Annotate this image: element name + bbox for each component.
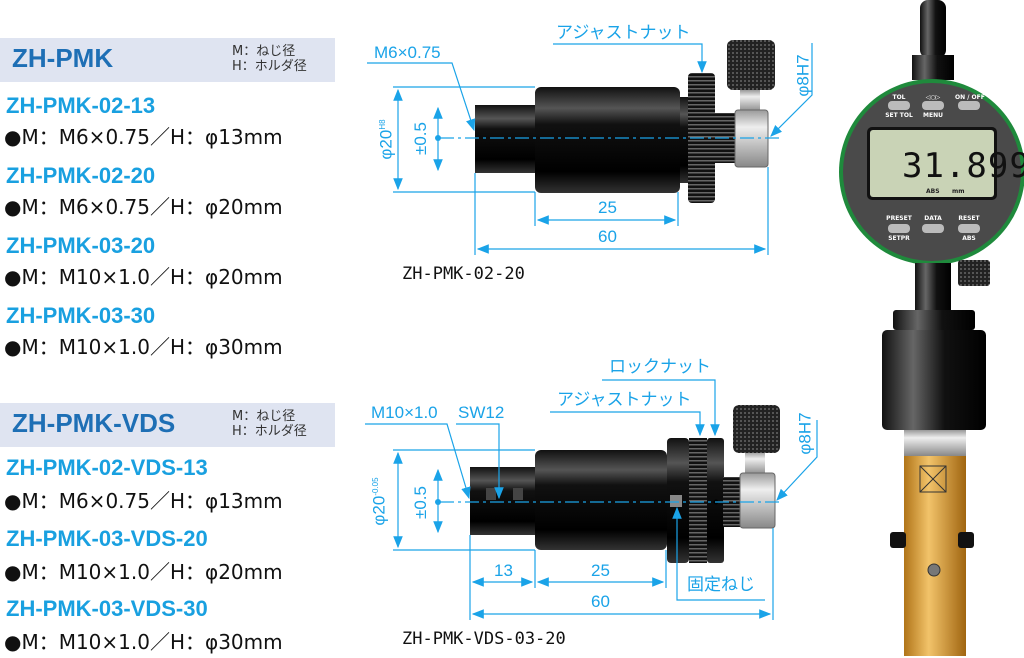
gauge-onoff: ON / OFF [955, 94, 985, 101]
gauge-arrows: ◁○▷ [925, 94, 941, 101]
drawing-zh-pmk-02-20 [367, 40, 813, 255]
dim-25: 25 [591, 561, 610, 580]
diameter-label: φ20H8 [376, 119, 396, 160]
dial-gauge-assembly [839, 0, 1024, 656]
model-spec: ●M：M10×1.0／H：φ30mm [4, 630, 283, 654]
diameter-value: φ20 [376, 129, 396, 160]
gauge-data: DATA [924, 215, 942, 222]
adjust-nut-label: アジャストナット [556, 23, 691, 42]
model-name: ZH-PMK-03-30 [6, 303, 156, 328]
model-spec: ●M：M10×1.0／H：φ20mm [4, 265, 283, 289]
section-title: ZH-PMK [12, 43, 114, 73]
dim-60: 60 [591, 592, 610, 611]
offset-label: ±0.5 [410, 122, 430, 155]
note-m: M：ねじ径 [232, 44, 296, 59]
gauge-reset: RESET [958, 215, 980, 222]
gauge-tol: TOL [892, 94, 906, 101]
model-spec: ●M：M10×1.0／H：φ30mm [4, 335, 283, 359]
gauge-setpr: SETPR [888, 235, 910, 242]
diameter-value: φ20 [369, 495, 389, 526]
model-name: ZH-PMK-02-13 [6, 93, 156, 118]
dim-13: 13 [494, 561, 513, 580]
gauge-reading: 31.899 [902, 146, 1024, 186]
gauge-preset: PRESET [886, 215, 912, 222]
thread-label: M6×0.75 [374, 43, 441, 62]
note-h: H：ホルダ径 [232, 59, 307, 74]
model-spec: ●M：M6×0.75／H：φ20mm [4, 195, 283, 219]
diameter-tolerance: -0.05 [370, 477, 380, 496]
model-name: ZH-PMK-03-20 [6, 233, 156, 258]
model-name: ZH-PMK-03-VDS-30 [6, 596, 208, 621]
model-spec: ●M：M10×1.0／H：φ20mm [4, 560, 283, 584]
lock-nut-label: ロックナット [609, 357, 711, 376]
drawing-caption: ZH-PMK-VDS-03-20 [402, 629, 566, 649]
section-title: ZH-PMK-VDS [12, 408, 176, 438]
bore-label: φ8H7 [793, 54, 813, 97]
thread-label: M10×1.0 [371, 403, 438, 422]
gauge-menu: MENU [923, 112, 943, 119]
bore-label: φ8H7 [795, 412, 815, 455]
diameter-tolerance: H8 [377, 119, 387, 130]
model-name: ZH-PMK-02-20 [6, 163, 156, 188]
note-m: M：ねじ径 [232, 409, 296, 424]
dim-60: 60 [598, 227, 617, 246]
drawing-zh-pmk-vds-03-20 [365, 379, 818, 620]
gauge-unit: mm [952, 188, 965, 195]
gauge-set-tol: SET TOL [885, 112, 913, 119]
gauge-abs: ABS [926, 188, 940, 195]
adjust-nut-label: アジャストナット [557, 390, 692, 409]
model-name: ZH-PMK-02-VDS-13 [6, 455, 208, 480]
note-h: H：ホルダ径 [232, 424, 307, 439]
model-spec: ●M：M6×0.75／H：φ13mm [4, 489, 283, 513]
offset-label: ±0.5 [410, 486, 430, 519]
model-spec: ●M：M6×0.75／H：φ13mm [4, 125, 283, 149]
wrench-size-label: SW12 [458, 403, 505, 422]
model-name: ZH-PMK-03-VDS-20 [6, 526, 208, 551]
dim-25: 25 [598, 198, 617, 217]
gauge-abs2: ABS [962, 235, 976, 242]
drawing-caption: ZH-PMK-02-20 [402, 264, 525, 284]
fixing-screw-label: 固定ねじ [687, 575, 755, 594]
diameter-label: φ20-0.05 [369, 477, 389, 526]
